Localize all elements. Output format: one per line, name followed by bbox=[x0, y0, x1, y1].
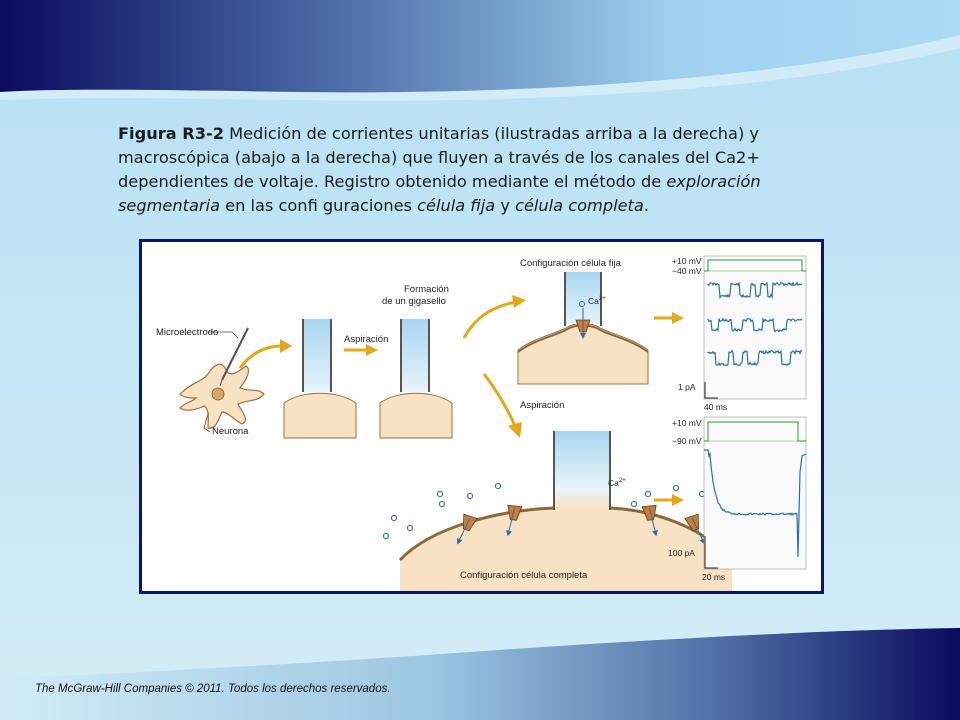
whole-cell-illustration bbox=[398, 431, 734, 591]
single-channel-trace-1 bbox=[707, 281, 803, 300]
bottom-vrest-label: −90 mV bbox=[672, 436, 702, 446]
top-scale-current: 1 pA bbox=[678, 382, 696, 392]
caption-text-3: y bbox=[495, 196, 516, 215]
single-channel-trace-2 bbox=[707, 317, 803, 333]
gigaseal-label-line1: Formación bbox=[404, 284, 449, 295]
arrow-to-cell-attached bbox=[462, 300, 517, 339]
calcium-ion-1 bbox=[390, 514, 398, 522]
top-scale-bar bbox=[704, 382, 718, 399]
figure-caption: Figura R3-2 Medición de corrientes unita… bbox=[118, 122, 848, 218]
cell-attached-label: Configuración célula fija bbox=[520, 258, 622, 269]
arrow-to-whole-cell bbox=[482, 373, 518, 429]
pipette-cell-attached bbox=[517, 272, 649, 385]
suction-label-2: Aspiración bbox=[520, 400, 564, 411]
caption-italic-2: célula fija bbox=[417, 196, 496, 215]
top-vrest-label: −40 mV bbox=[672, 266, 702, 276]
bottom-scale-time: 20 ms bbox=[702, 572, 725, 582]
ion-channel-1 bbox=[457, 513, 478, 545]
calcium-ion-2 bbox=[406, 524, 414, 532]
microelectrode-label: Microelectrodo bbox=[156, 327, 218, 338]
bottom-scale-bar bbox=[704, 536, 718, 569]
figure-panel: Microelectrodo Neurona Aspiración Formac… bbox=[139, 239, 824, 594]
ca-label-top: Ca2+ bbox=[588, 296, 606, 306]
copyright-footer: The McGraw-Hill Companies © 2011. Todos … bbox=[35, 683, 391, 695]
caption-text-1: Medición de corrientes unitarias (ilustr… bbox=[118, 124, 760, 191]
calcium-ion-8 bbox=[644, 490, 652, 498]
bottom-scale-current: 100 pA bbox=[668, 548, 695, 558]
neuron-label: Neurona bbox=[212, 426, 249, 437]
caption-italic-3: célula completa bbox=[515, 196, 644, 215]
ion-channels-whole-cell bbox=[457, 504, 705, 545]
microelectrode-shape bbox=[221, 327, 249, 381]
ion-channel-2 bbox=[506, 504, 523, 537]
caption-text-4: . bbox=[643, 196, 649, 215]
suction-label-1: Aspiración bbox=[344, 334, 388, 345]
ca-label-bottom: Ca2+ bbox=[608, 478, 626, 488]
ion-channel-4 bbox=[684, 513, 705, 545]
macroscopic-recording: +10 mV −90 mV 100 pA 20 ms bbox=[668, 416, 807, 582]
macroscopic-current-trace bbox=[704, 449, 807, 558]
figure-number: Figura R3-2 bbox=[118, 124, 224, 143]
pipette-gigaseal bbox=[379, 319, 453, 439]
single-channel-recording: +10 mV −40 mV 1 pA 40 ms bbox=[672, 255, 807, 412]
calcium-ion-4 bbox=[436, 490, 444, 498]
ion-channel-3 bbox=[641, 504, 658, 537]
caption-text-2: en las confi guraciones bbox=[220, 196, 418, 215]
pipette-approach bbox=[283, 319, 357, 439]
top-vhold-label: +10 mV bbox=[672, 256, 702, 266]
cell-attached-text: Configuración célula fija bbox=[520, 258, 622, 269]
calcium-ion-15 bbox=[630, 500, 638, 508]
calcium-ion-7 bbox=[438, 500, 446, 508]
neuron-illustration bbox=[179, 363, 265, 429]
calcium-ion-5 bbox=[466, 492, 474, 500]
gigaseal-label-line2: de un gigasello bbox=[382, 296, 446, 307]
top-scale-time: 40 ms bbox=[704, 402, 727, 412]
patch-clamp-diagram: Microelectrodo Neurona Aspiración Formac… bbox=[156, 255, 807, 591]
arrow-to-pipette bbox=[238, 344, 283, 369]
whole-cell-label: Configuración célula completa bbox=[460, 570, 588, 581]
calcium-ion-6 bbox=[494, 482, 502, 490]
bottom-vhold-label: +10 mV bbox=[672, 418, 702, 428]
calcium-ion-3 bbox=[382, 532, 390, 540]
caption-italic-1: exploración segmentaria bbox=[118, 172, 761, 215]
single-channel-trace-3 bbox=[707, 349, 803, 367]
calcium-ion-9 bbox=[672, 484, 680, 492]
